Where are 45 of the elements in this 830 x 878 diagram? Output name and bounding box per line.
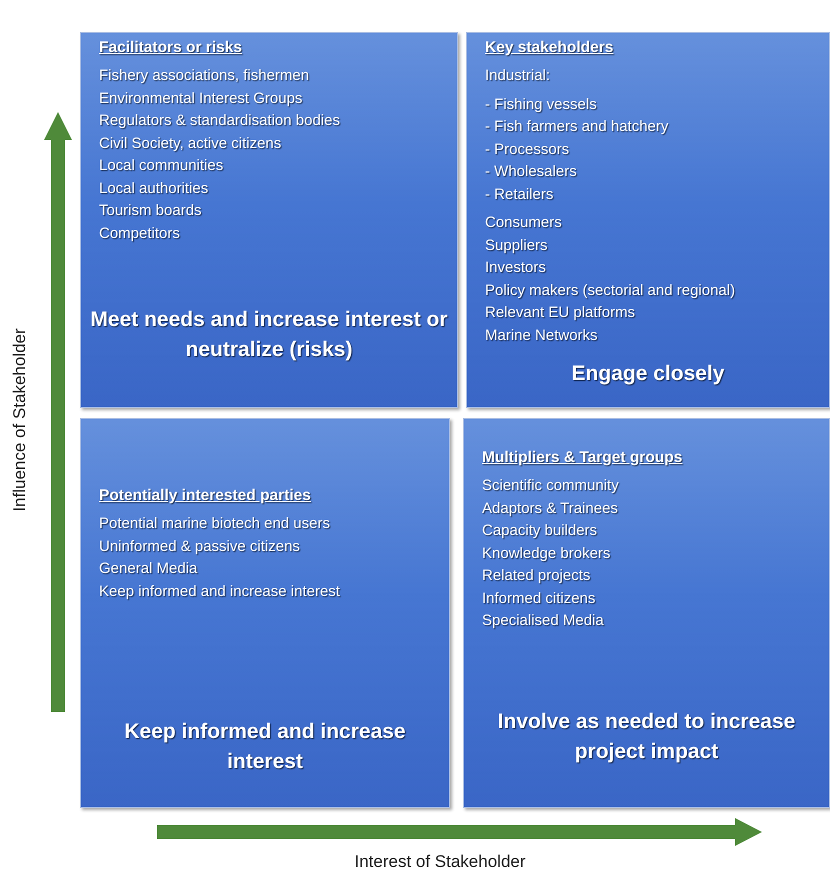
stakeholder-item: Informed citizens [482,588,596,608]
stakeholder-item: Consumers [485,213,562,233]
stakeholder-item: Industrial: [485,66,550,86]
strategy-text: Engage closely [570,361,726,387]
stakeholder-item: Civil Society, active citizens [99,134,282,154]
stakeholder-item: Adaptors & Trainees [482,498,618,518]
stakeholder-item: Investors [485,258,546,278]
quadrant-heading: Multipliers & Target groups [482,449,682,467]
stakeholder-item: - Fishing vessels [485,94,597,114]
quadrant-box [466,32,830,408]
stakeholder-item: Suppliers [485,236,548,256]
stakeholder-item: - Wholesalers [485,162,577,182]
strategy-text: Involve as needed to increase project impact [496,709,796,765]
stakeholder-item: - Fish farmers and hatchery [485,117,668,137]
stakeholder-item: Specialised Media [482,611,604,631]
strategy-text: Keep informed and increase interest [123,719,407,775]
stakeholder-item: Competitors [99,224,180,244]
stakeholder-item: Marine Networks [485,326,598,346]
stakeholder-item: Knowledge brokers [482,544,610,564]
stakeholder-item: Local communities [99,156,224,176]
strategy-text: Meet needs and increase interest or neutralize (risks) [89,307,449,363]
quadrant-heading: Potentially interested parties [99,487,311,505]
stakeholder-item: Related projects [482,566,590,586]
stakeholder-item: General Media [99,559,198,579]
stakeholder-item: - Processors [485,140,570,160]
stakeholder-item: Uninformed & passive citizens [99,536,300,556]
stakeholder-item: Regulators & standardisation bodies [99,111,340,131]
stakeholder-item: Environmental Interest Groups [99,88,302,108]
stakeholder-item: Keep informed and increase interest [99,582,340,602]
stakeholder-item: Local authorities [99,178,208,198]
axis-label: Interest of Stakeholder [354,852,526,872]
stakeholder-item: Policy makers (sectorial and regional) [485,280,736,300]
stakeholder-item: Relevant EU platforms [485,303,636,323]
stakeholder-item: Fishery associations, fishermen [99,66,310,86]
quadrant-heading: Facilitators or risks [99,39,242,57]
quadrant-heading: Key stakeholders [485,39,614,57]
stakeholder-item: Potential marine biotech end users [99,514,330,534]
stakeholder-item: Tourism boards [99,201,202,221]
quadrant-box [463,418,830,808]
stakeholder-item: Scientific community [482,476,619,496]
stakeholder-item: Capacity builders [482,521,598,541]
quadrant-box [80,418,450,808]
axis-label: Influence of Stakeholder [10,328,30,512]
quadrant-box [80,32,458,408]
stakeholder-item: - Retailers [485,184,554,204]
